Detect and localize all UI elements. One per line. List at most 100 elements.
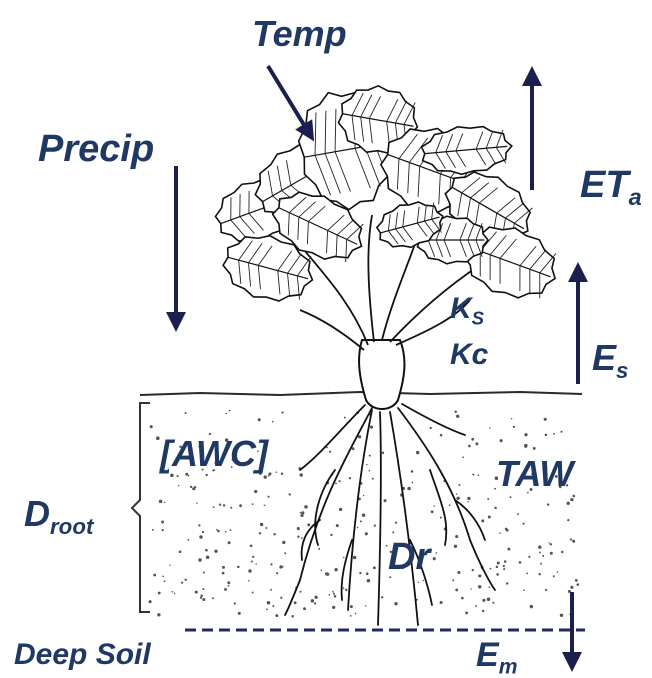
soil-grain [276, 572, 278, 574]
soil-grain [505, 528, 508, 531]
soil-grain [330, 534, 332, 536]
soil-grain [456, 493, 457, 494]
precip-label: Precip [38, 130, 154, 168]
soil-grain [362, 513, 365, 516]
soil-grain [266, 608, 268, 610]
soil-grain [224, 588, 227, 591]
soil-grain [472, 474, 474, 476]
soil-grain [560, 614, 563, 617]
soil-grain [353, 556, 357, 560]
soil-grain [394, 602, 397, 605]
soil-grain [202, 531, 204, 533]
soil-grain [510, 496, 512, 498]
soil-grain [196, 502, 197, 503]
plant-leaves [208, 80, 566, 310]
soil-grain [334, 595, 337, 598]
soil-grain [545, 589, 547, 591]
soil-grain [304, 505, 308, 509]
es-label-main: E [592, 337, 616, 378]
soil-grain [248, 569, 251, 572]
soil-grain [503, 565, 505, 567]
soil-grain [572, 540, 575, 543]
soil-grain [164, 502, 165, 503]
soil-grain [506, 582, 508, 584]
soil-grain [392, 531, 394, 533]
soil-grain [523, 589, 525, 591]
soil-grain [576, 583, 579, 586]
soil-grain [320, 569, 322, 571]
soil-grain [461, 597, 464, 600]
soil-grain [550, 543, 552, 545]
soil-grain [273, 533, 275, 535]
soil-grain [300, 591, 302, 593]
soil-grain [360, 520, 362, 522]
soil-grain [185, 579, 187, 581]
soil-grain [270, 563, 272, 565]
soil-grain [553, 433, 555, 435]
soil-grain [282, 541, 285, 544]
es-label: Es [592, 340, 628, 382]
soil-grain [307, 523, 310, 526]
soil-grain [357, 527, 359, 529]
soil-grain [205, 549, 208, 552]
soil-grain [314, 596, 317, 599]
soil-grain [487, 498, 489, 500]
soil-grain [150, 425, 153, 428]
soil-grain [252, 503, 254, 505]
soil-grain [314, 602, 316, 604]
soil-grain [467, 497, 470, 500]
soil-grain [203, 572, 205, 574]
soil-grain [225, 531, 227, 533]
soil-grain [281, 411, 283, 413]
soil-grain [174, 593, 175, 594]
soil-grain [272, 605, 274, 607]
soil-grain [264, 475, 267, 478]
soil-grain [279, 565, 282, 568]
soil-grain [538, 573, 540, 575]
soil-grain [259, 532, 261, 534]
soil-grain [547, 503, 549, 505]
soil-grain [177, 475, 179, 477]
soil-grain [526, 573, 528, 575]
droot-label: Droot [24, 496, 93, 538]
soil-grain [567, 519, 569, 521]
soil-grain [225, 413, 227, 415]
soil-grain [540, 563, 542, 565]
soil-grain [297, 536, 299, 538]
soil-grain [418, 582, 419, 583]
soil-grain [281, 472, 283, 474]
soil-grain [335, 482, 337, 484]
soil-grain [344, 417, 346, 419]
soil-grain [384, 499, 387, 502]
soil-grain [500, 439, 503, 442]
soil-grain [455, 588, 458, 591]
soil-grain [523, 523, 525, 525]
soil-grain [190, 486, 192, 488]
plant-roots [285, 404, 495, 625]
soil-grain [482, 599, 485, 602]
soil-grain [359, 572, 361, 574]
soil-grain [297, 527, 300, 530]
soil-grain [489, 586, 491, 588]
soil-grain [198, 558, 202, 562]
soil-grain [440, 434, 443, 437]
soil-grain [275, 614, 278, 617]
soil-grain [511, 418, 512, 419]
soil-grain [234, 602, 236, 604]
soil-grain [462, 456, 464, 458]
soil-grain [525, 446, 527, 448]
soil-grain [471, 438, 474, 441]
soil-grain [267, 601, 271, 605]
soil-grain [237, 566, 240, 569]
soil-grain [478, 574, 481, 577]
soil-grain [560, 431, 562, 433]
soil-grain [291, 615, 294, 618]
soil-grain [455, 535, 458, 538]
soil-grain [227, 581, 230, 584]
soil-grain [200, 597, 202, 599]
soil-grain [157, 613, 160, 616]
soil-grain [366, 572, 369, 575]
soil-grain [248, 580, 249, 581]
soil-grain [431, 510, 434, 513]
